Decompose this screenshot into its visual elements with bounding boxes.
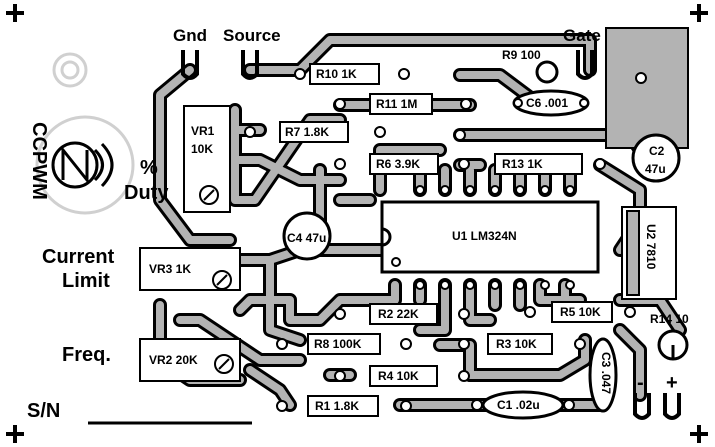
- trimmer-pots: [139, 105, 241, 382]
- vr1-value-label: 10K: [191, 142, 214, 156]
- r9-label: R9 100: [502, 48, 541, 62]
- resistor-bodies: [279, 63, 613, 417]
- registration-marks: [6, 4, 708, 443]
- minus-label: -: [637, 372, 644, 394]
- r3-label: R3 10K: [496, 337, 537, 351]
- percent-label: %: [140, 157, 158, 179]
- r10-label: R10 1K: [316, 67, 357, 81]
- r8-label: R8 100K: [314, 337, 362, 351]
- watermark-circles: [35, 52, 135, 215]
- gate-label: Gate: [563, 26, 601, 45]
- r14-label: R14 10: [650, 312, 689, 326]
- c3-label: C3 .047: [599, 352, 613, 395]
- gnd-label: Gnd: [173, 26, 207, 45]
- limit-label: Limit: [62, 270, 110, 292]
- vr1-label: VR1: [191, 124, 215, 138]
- c4-label: C4 47u: [287, 231, 327, 245]
- plus-label: +: [666, 372, 678, 394]
- r7-label: R7 1.8K: [285, 125, 330, 139]
- electrolytic-capacitors: [282, 133, 681, 261]
- r11-label: R11 1M: [376, 97, 418, 111]
- freq-label: Freq.: [62, 344, 111, 366]
- ccpwm-label: CCPWM: [28, 122, 50, 200]
- ccpwm-logo: [51, 141, 114, 189]
- vr2-label: VR2 20K: [149, 353, 198, 367]
- r4-label: R4 10K: [378, 369, 419, 383]
- c1-label: C1 .02u: [497, 398, 540, 412]
- r6-label: R6 3.9K: [376, 157, 421, 171]
- c2-label: C2: [649, 144, 665, 158]
- pads: [244, 68, 636, 412]
- r1-label: R1 1.8K: [315, 399, 360, 413]
- c2-value-label: 47u: [645, 162, 666, 176]
- lm324-dip: [380, 200, 600, 274]
- u2-label: U2 7810: [644, 224, 658, 270]
- r2-label: R2 22K: [378, 307, 419, 321]
- u1-label: U1 LM324N: [452, 229, 517, 243]
- r5-label: R5 10K: [560, 305, 601, 319]
- regulator-7810: [621, 206, 677, 300]
- serial-label: S/N: [27, 400, 61, 422]
- c6-label: C6 .001: [526, 96, 569, 110]
- vr3-label: VR3 1K: [149, 262, 192, 276]
- duty-label: Duty: [124, 182, 169, 204]
- r13-label: R13 1K: [502, 157, 543, 171]
- source-label: Source: [223, 26, 281, 45]
- mosfet-tab: [605, 27, 689, 149]
- small-resistors: [535, 60, 689, 361]
- connector-posts: [181, 50, 681, 420]
- current-label: Current: [42, 246, 115, 268]
